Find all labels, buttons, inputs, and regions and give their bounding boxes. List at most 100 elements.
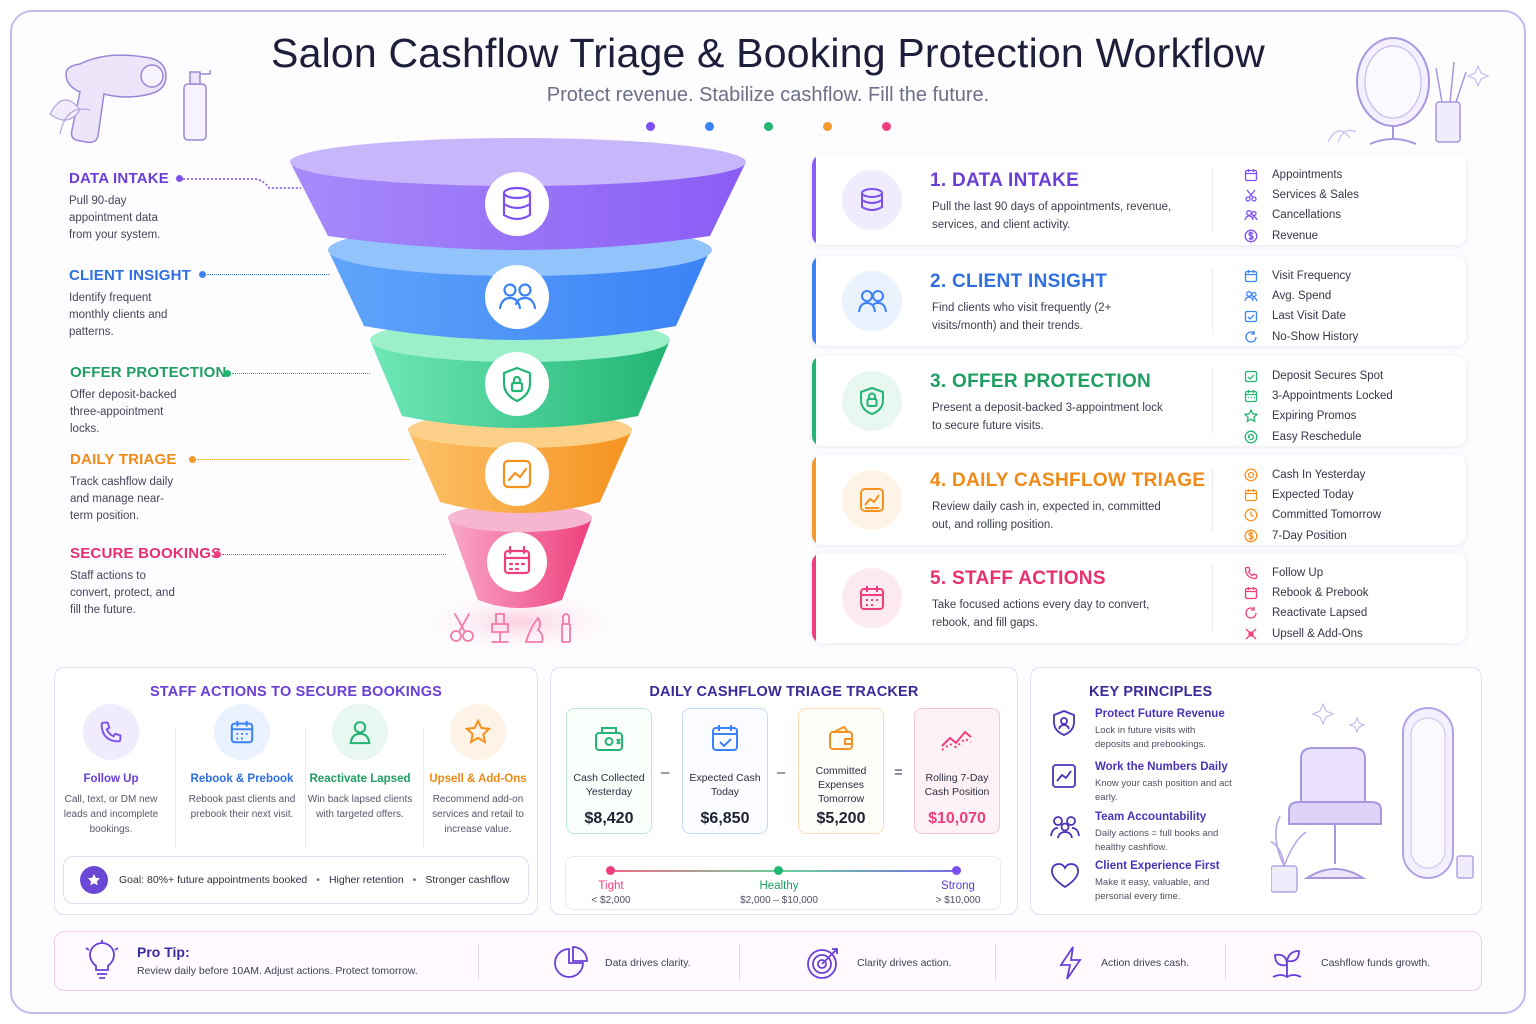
step-card-client-insight: 2. CLIENT INSIGHT Find clients who visit… <box>812 256 1466 346</box>
funnel-label-offer-protection: OFFER PROTECTION Offer deposit-backed th… <box>70 364 310 438</box>
connector-line <box>183 178 301 189</box>
calendar-icon <box>1244 587 1258 600</box>
list-item: Committed Tomorrow <box>1244 505 1381 525</box>
heart-icon <box>1051 863 1079 889</box>
calendar-check-icon <box>1244 311 1258 323</box>
panel-title: KEY PRINCIPLES <box>1089 684 1213 700</box>
dot-pink <box>881 122 891 131</box>
step-title: 2. CLIENT INSIGHT <box>930 271 1108 292</box>
connector-line <box>197 459 409 460</box>
users-icon <box>1244 291 1258 302</box>
zone-strong: Strong> $10,000 <box>935 880 981 906</box>
panel-title: STAFF ACTIONS TO SECURE BOOKINGS <box>149 684 443 700</box>
lightbulb-icon <box>85 940 119 979</box>
connector-line <box>207 274 329 275</box>
tracker-card-expected-cash: Expected Cash Today $6,850 <box>682 708 768 834</box>
step-desc: Take focused actions every day to conver… <box>932 599 1150 629</box>
funnel-label-desc: Offer deposit-backed three-appointment l… <box>70 389 177 435</box>
salon-chair-illustration <box>1271 702 1474 893</box>
motto-action: Action drives cash. <box>1055 945 1189 981</box>
mirror-illustration <box>1327 37 1490 145</box>
users-icon <box>842 271 902 331</box>
page-subtitle: Protect revenue. Stabilize cashflow. Fil… <box>546 84 990 106</box>
phone-icon <box>83 704 139 760</box>
user-icon <box>332 704 388 760</box>
dot-green <box>763 122 773 131</box>
step-items: Cash In Yesterday Expected Today Committ… <box>1244 465 1381 545</box>
list-item: Upsell & Add-Ons <box>1244 624 1369 643</box>
pro-tip: Pro Tip: Review daily before 10AM. Adjus… <box>85 940 418 980</box>
staff-actions-panel: STAFF ACTIONS TO SECURE BOOKINGS Follow … <box>54 667 538 915</box>
funnel-label-desc: Track cashflow daily and manage near-ter… <box>70 476 174 522</box>
funnel-label-desc: Identify frequent monthly clients and pa… <box>69 292 168 338</box>
list-item: Expected Today <box>1244 485 1381 505</box>
panel-title: DAILY CASHFLOW TRIAGE TRACKER <box>649 684 919 700</box>
dollar-icon <box>1244 229 1258 243</box>
chart-icon <box>842 470 902 530</box>
chart-icon <box>1052 764 1076 788</box>
step-items: Follow Up Rebook & Prebook Reactivate La… <box>1244 563 1369 643</box>
cash-position-scale: Tight< $2,000 Healthy$2,000 – $10,000 St… <box>565 856 1001 910</box>
calendar-icon <box>842 568 902 628</box>
list-item: 3-Appointments Locked <box>1244 386 1393 406</box>
list-item: Visit Frequency <box>1244 266 1358 286</box>
zone-healthy: Healthy$2,000 – $10,000 <box>740 880 818 906</box>
connector-dot <box>224 370 231 377</box>
funnel-label-title: SECURE BOOKINGS <box>70 545 222 562</box>
scissors-icon <box>1245 189 1257 202</box>
funnel-label-title: OFFER PROTECTION <box>70 364 227 381</box>
funnel-label-title: CLIENT INSIGHT <box>69 267 191 284</box>
step-title: 5. STAFF ACTIONS <box>930 568 1106 589</box>
list-item: Cancellations <box>1244 205 1359 225</box>
tracker-value: $6,850 <box>700 810 750 827</box>
principle-team-accountability: Team Accountability Daily actions = full… <box>1049 811 1269 855</box>
lightning-icon <box>1059 946 1082 980</box>
funnel-label-daily-triage: DAILY TRIAGE Track cashflow daily and ma… <box>70 451 310 525</box>
reschedule-icon <box>1244 430 1258 444</box>
step-card-offer-protection: 3. OFFER PROTECTION Present a deposit-ba… <box>812 356 1466 446</box>
step-title: 3. OFFER PROTECTION <box>930 371 1152 392</box>
list-item: Last Visit Date <box>1244 306 1358 326</box>
step-items: Deposit Secures Spot 3-Appointments Lock… <box>1244 366 1393 446</box>
tracker-value: $10,070 <box>928 810 986 827</box>
motto-growth: Cashflow funds growth. <box>1269 945 1430 981</box>
connector-dot <box>214 551 221 558</box>
step-desc: Present a deposit-backed 3-appointment l… <box>932 402 1163 432</box>
goal-text: Goal: 80%+ future appointments booked <box>119 874 308 886</box>
color-dots <box>0 122 1536 131</box>
pro-tip-strip: Pro Tip: Review daily before 10AM. Adjus… <box>54 931 1482 991</box>
goal-cashflow: Stronger cashflow <box>425 874 510 886</box>
database-icon <box>842 170 902 230</box>
page-title: Salon Cashflow Triage & Booking Protecti… <box>271 30 1265 76</box>
action-upsell-addons: Upsell & Add-Ons Recommend add-on servic… <box>419 704 537 837</box>
connector-dot <box>189 456 196 463</box>
list-item: Deposit Secures Spot <box>1244 366 1393 386</box>
hair-dryer-illustration <box>49 54 211 144</box>
shield-lock-icon <box>842 371 902 431</box>
action-rebook-prebook: Rebook & Prebook Rebook past clients and… <box>183 704 301 822</box>
key-principles-panel: KEY PRINCIPLES Protect Future Revenue Lo… <box>1030 667 1482 915</box>
connector-dot <box>199 271 206 278</box>
list-item: Easy Reschedule <box>1244 427 1393 446</box>
principle-protect-revenue: Protect Future Revenue Lock in future vi… <box>1049 708 1269 752</box>
funnel-label-client-insight: CLIENT INSIGHT Identify frequent monthly… <box>69 267 309 341</box>
funnel-diagram <box>290 138 746 656</box>
star-icon <box>80 866 108 894</box>
connector-dot <box>176 175 183 182</box>
list-item: No-Show History <box>1244 327 1358 346</box>
calendar-icon <box>1244 390 1258 403</box>
list-item: Avg. Spend <box>1244 286 1358 306</box>
list-item: Services & Sales <box>1244 185 1359 205</box>
tracker-value: $8,420 <box>584 810 634 827</box>
step-title: 1. DATA INTAKE <box>930 170 1080 191</box>
funnel-label-title: DAILY TRIAGE <box>70 451 177 468</box>
clock-icon <box>1244 509 1258 522</box>
dollar-icon <box>1244 529 1258 543</box>
step-card-staff-actions: 5. STAFF ACTIONS Take focused actions ev… <box>812 553 1466 643</box>
list-item: Cash In Yesterday <box>1244 465 1381 485</box>
step-desc: Review daily cash in, expected in, commi… <box>932 501 1161 531</box>
shield-icon <box>1053 710 1075 736</box>
step-desc: Pull the last 90 days of appointments, r… <box>932 201 1172 231</box>
step-items: Visit Frequency Avg. Spend Last Visit Da… <box>1244 266 1358 346</box>
zone-tight: Tight< $2,000 <box>591 880 631 906</box>
